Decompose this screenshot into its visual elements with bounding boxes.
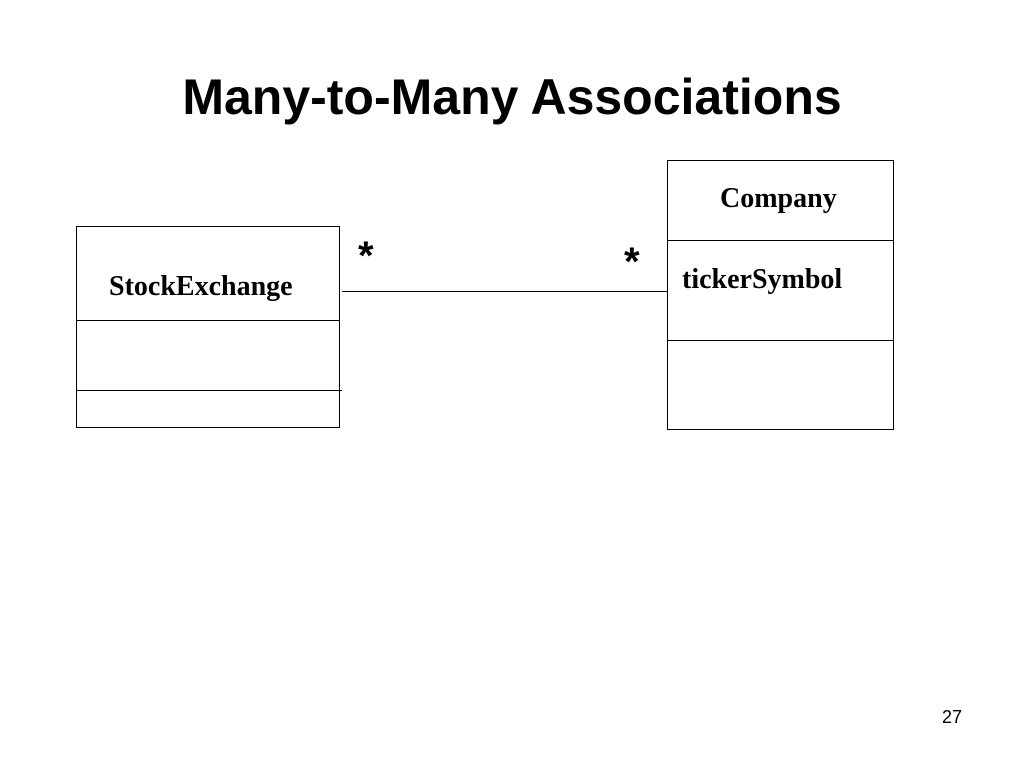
operations-compartment — [77, 391, 339, 427]
class-name-stockexchange: StockExchange — [109, 271, 293, 302]
class-box-stockexchange: StockExchange — [76, 226, 340, 428]
slide-title: Many-to-Many Associations — [182, 69, 842, 125]
multiplicity-company: * — [624, 240, 640, 284]
class-box-company: Company tickerSymbol — [667, 160, 894, 430]
class-name-company: Company — [720, 183, 837, 214]
operations-divider-line — [76, 390, 342, 391]
attributes-compartment — [77, 321, 339, 391]
class-name-compartment: StockExchange — [77, 227, 339, 321]
attributes-compartment: tickerSymbol — [668, 241, 893, 341]
operations-compartment — [668, 341, 893, 429]
class-name-compartment: Company — [668, 161, 893, 241]
multiplicity-stockexchange: * — [358, 234, 374, 278]
page-number: 27 — [941, 707, 962, 727]
association-line — [342, 291, 668, 292]
attribute-tickersymbol: tickerSymbol — [682, 264, 843, 295]
